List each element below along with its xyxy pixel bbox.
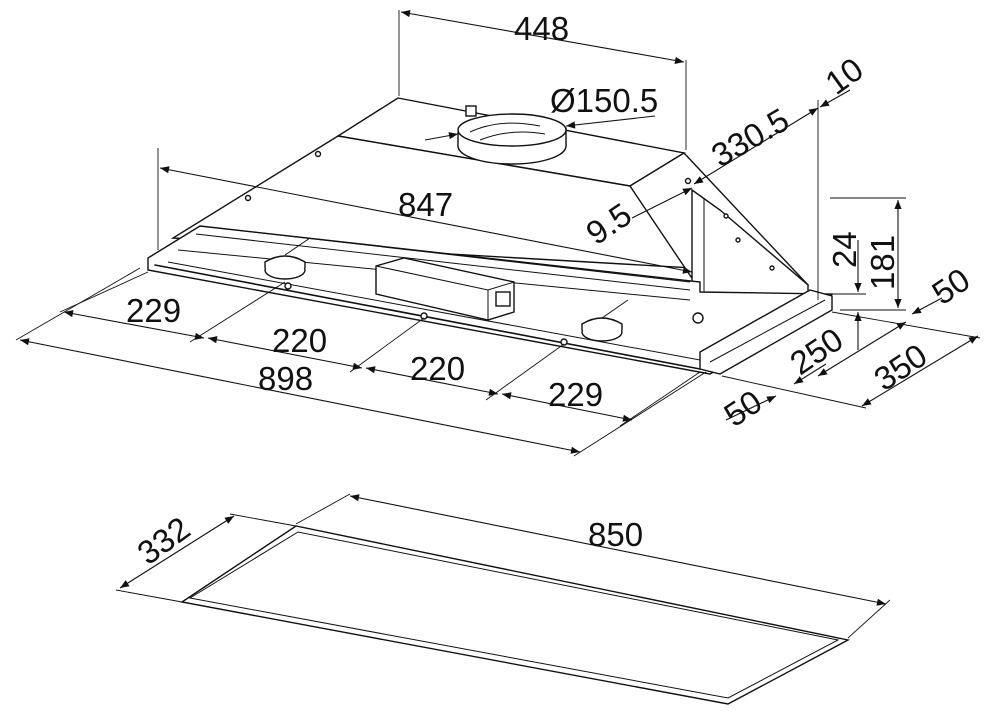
label-350: 350 — [867, 336, 933, 397]
label-diameter: Ø150.5 — [550, 82, 658, 119]
label-181: 181 — [864, 235, 901, 290]
label-24: 24 — [826, 231, 863, 268]
dim-line-847 — [159, 166, 693, 274]
control-knob — [495, 291, 511, 307]
label-332: 332 — [130, 509, 196, 571]
label-847: 847 — [398, 186, 453, 223]
dim-leader-50-lower — [725, 395, 777, 421]
label-898: 898 — [258, 360, 313, 397]
label-220-right: 220 — [410, 350, 465, 387]
light-right — [581, 299, 629, 342]
label-330-5: 330.5 — [705, 101, 795, 174]
label-220-left: 220 — [272, 322, 327, 359]
dim-line-898 — [19, 338, 581, 454]
cutout-plate — [180, 525, 851, 705]
label-850: 850 — [588, 516, 643, 553]
dim-line-350 — [861, 335, 979, 407]
label-229-left: 229 — [126, 292, 181, 329]
duct-collar — [457, 105, 567, 165]
label-448: 448 — [514, 10, 569, 47]
dim-leader-9-5 — [631, 187, 693, 219]
dim-leader-diameter — [565, 115, 656, 129]
label-50-lower: 50 — [717, 383, 768, 434]
dim-line-250 — [817, 321, 907, 377]
dim-line-448 — [400, 10, 685, 64]
dim-line-330-5 — [693, 107, 819, 185]
cutout-template — [115, 493, 891, 705]
dim-line-850 — [349, 494, 887, 606]
dim-leader-10 — [819, 89, 851, 108]
label-229-right: 229 — [548, 376, 603, 413]
dimension-lines — [15, 10, 981, 457]
label-10: 10 — [818, 50, 869, 102]
dim-line-229-left — [63, 310, 205, 340]
label-50-right: 50 — [925, 261, 976, 312]
dim-leader-50-right — [911, 297, 943, 315]
dim-line-332 — [119, 515, 235, 589]
